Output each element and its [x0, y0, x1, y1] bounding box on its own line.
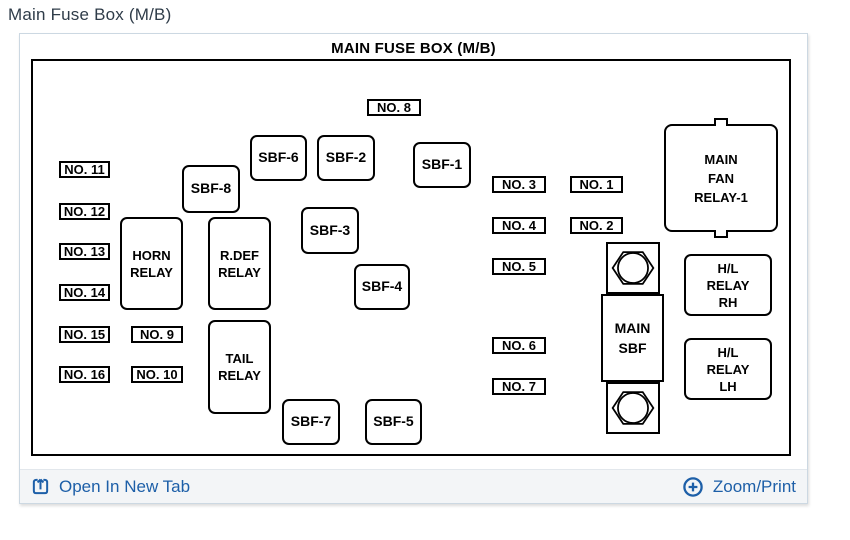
no-4: NO. 4: [492, 217, 546, 234]
no-9: NO. 9: [131, 326, 183, 343]
page-title: Main Fuse Box (M/B): [8, 5, 172, 24]
hl-relay-lh: H/L RELAY LH: [684, 338, 772, 400]
no-13: NO. 13: [59, 243, 110, 260]
no-16: NO. 16: [59, 366, 110, 383]
bolt-icon: [611, 251, 655, 285]
fuse-box-outline: NO. 8 NO. 11 NO. 12 NO. 13 NO. 14 NO. 15 NO. 1…: [31, 59, 791, 456]
no-11: NO. 11: [59, 161, 110, 178]
sbf-1: SBF-1: [413, 142, 471, 188]
hl-relay-rh: H/L RELAY RH: [684, 254, 772, 316]
sbf-3: SBF-3: [301, 207, 359, 254]
no-15: NO. 15: [59, 326, 110, 343]
tail-relay: TAIL RELAY: [208, 320, 271, 414]
open-in-new-tab-link[interactable]: Open In New Tab: [31, 477, 190, 497]
sbf-4: SBF-4: [354, 264, 410, 310]
no-7: NO. 7: [492, 378, 546, 395]
no-3: NO. 3: [492, 176, 546, 193]
sbf-2: SBF-2: [317, 135, 375, 181]
open-in-new-tab-label: Open In New Tab: [59, 476, 191, 496]
no-14: NO. 14: [59, 284, 110, 301]
sbf-6: SBF-6: [250, 135, 307, 181]
zoom-plus-icon: [682, 476, 704, 498]
sbf-5: SBF-5: [365, 399, 422, 445]
no-10: NO. 10: [131, 366, 183, 383]
bolt-bottom: [606, 382, 660, 434]
no-12: NO. 12: [59, 203, 110, 220]
rdef-relay: R.DEF RELAY: [208, 217, 271, 310]
open-in-new-tab-icon: [31, 477, 50, 496]
bolt-top: [606, 242, 660, 294]
sbf-8: SBF-8: [182, 165, 240, 213]
no-1: NO. 1: [570, 176, 623, 193]
sbf-7: SBF-7: [282, 399, 340, 445]
no-2: NO. 2: [570, 217, 623, 234]
no-6: NO. 6: [492, 337, 546, 354]
horn-relay: HORN RELAY: [120, 217, 183, 310]
main-sbf: MAIN SBF: [601, 294, 664, 382]
no-5: NO. 5: [492, 258, 546, 275]
zoom-print-link[interactable]: Zoom/Print: [682, 476, 796, 498]
diagram-title: MAIN FUSE BOX (M/B): [331, 40, 496, 57]
zoom-print-label: Zoom/Print: [712, 476, 796, 496]
viewer-toolbar: Open In New Tab Zoom/Print: [20, 469, 807, 503]
bolt-icon: [611, 391, 655, 425]
no-8: NO. 8: [367, 99, 421, 116]
main-fan-relay-1: MAIN FAN RELAY-1: [664, 118, 778, 238]
